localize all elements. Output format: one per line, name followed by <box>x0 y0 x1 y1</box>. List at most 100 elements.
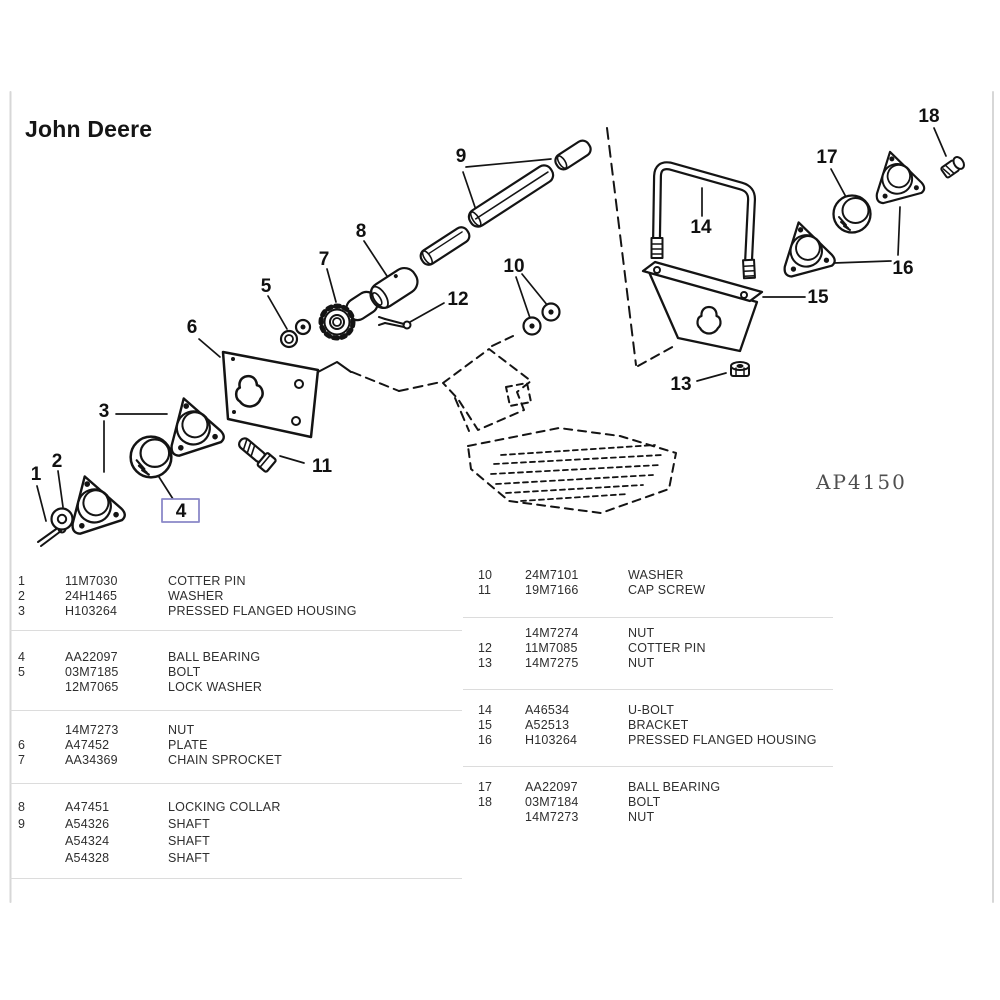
part-desc: BALL BEARING <box>628 780 721 794</box>
part-number: 11M7085 <box>525 641 578 655</box>
table-separator <box>10 710 462 711</box>
part-number: 14M7274 <box>525 626 579 640</box>
part-number: 24H1465 <box>65 589 118 603</box>
part-ref: 9 <box>18 817 25 831</box>
part-desc: NUT <box>628 626 655 640</box>
part-desc: U-BOLT <box>628 703 675 717</box>
part-desc: SHAFT <box>168 834 210 848</box>
highlight-box[interactable] <box>161 498 200 523</box>
part-row: 7 AA34369 CHAIN SPROCKET <box>18 753 282 768</box>
part-14-u-bolt <box>650 161 756 280</box>
callout-16: 16 <box>892 258 913 279</box>
part-row: 14M7274 NUT <box>478 626 706 641</box>
highlight-callout-4[interactable]: 4 <box>161 498 200 523</box>
part-7-chain-sprocket <box>318 290 379 341</box>
callout-11: 11 <box>312 456 333 477</box>
part-desc: BOLT <box>628 795 661 809</box>
part-ref: 14 <box>478 703 492 717</box>
table-separator <box>463 689 833 690</box>
part-number: A54328 <box>65 851 110 865</box>
part-ref: 1 <box>18 574 25 588</box>
part-row: 8 A47451 LOCKING COLLAR <box>18 800 281 817</box>
part-13-nut <box>730 361 750 377</box>
part-ref: 12 <box>478 641 492 655</box>
part-desc: BRACKET <box>628 718 689 732</box>
callout-17: 17 <box>816 147 837 168</box>
part-ref: 8 <box>18 800 25 814</box>
part-number: 14M7273 <box>525 810 579 824</box>
part-number: 03M7184 <box>525 795 579 809</box>
callout-2: 2 <box>52 451 63 472</box>
diagram-code: AP4150 <box>815 470 907 494</box>
part-number: 11M7030 <box>65 574 118 588</box>
part-desc: PLATE <box>168 738 208 752</box>
part-ref: 3 <box>18 604 25 618</box>
table-separator <box>463 617 833 618</box>
part-ref: 15 <box>478 718 492 732</box>
part-row: 6 A47452 PLATE <box>18 738 282 753</box>
part-number: A47452 <box>65 738 110 752</box>
part-ref: 6 <box>18 738 25 752</box>
table-separator <box>10 630 462 631</box>
part-number: 12M7065 <box>65 680 119 694</box>
part-desc: CHAIN SPROCKET <box>168 753 282 767</box>
part-ref: 13 <box>478 656 492 670</box>
part-desc: BALL BEARING <box>168 650 261 664</box>
part-desc: SHAFT <box>168 817 210 831</box>
leader-lines <box>36 127 947 522</box>
part-number: AA34369 <box>65 753 118 767</box>
part-desc: COTTER PIN <box>628 641 706 655</box>
part-number: A46534 <box>525 703 570 717</box>
callout-18: 18 <box>918 106 939 127</box>
callout-4[interactable]: 4 <box>176 501 187 522</box>
part-desc: LOCK WASHER <box>168 680 263 694</box>
part-number: A47451 <box>65 800 110 814</box>
part-row: 12M7065 LOCK WASHER <box>18 680 262 695</box>
part-6-plate <box>221 350 320 439</box>
part-desc: NUT <box>628 810 655 824</box>
part-number: A54324 <box>65 834 110 848</box>
part-desc: CAP SCREW <box>628 583 706 597</box>
part-desc: LOCKING COLLAR <box>168 800 281 814</box>
table-separator <box>463 766 833 767</box>
part-desc: BOLT <box>168 665 201 679</box>
part-5-bolt <box>279 318 312 349</box>
part-ref: 11 <box>478 583 491 597</box>
part-row: 12 11M7085 COTTER PIN <box>478 641 706 656</box>
callout-6: 6 <box>187 317 198 338</box>
part-number: 03M7185 <box>65 665 119 679</box>
part-desc: NUT <box>628 656 655 670</box>
callout-9: 9 <box>456 146 467 167</box>
callout-3: 3 <box>99 401 110 422</box>
part-number: AA22097 <box>525 780 578 794</box>
part-row: 1 11M7030 COTTER PIN <box>18 574 357 589</box>
part-desc: COTTER PIN <box>168 574 246 588</box>
part-11-cap-screw <box>238 437 277 473</box>
callout-1: 1 <box>31 464 42 485</box>
callout-15: 15 <box>807 287 829 308</box>
part-number: 14M7273 <box>65 723 119 737</box>
part-ref: 7 <box>18 753 25 767</box>
part-desc: PRESSED FLANGED HOUSING <box>628 733 817 747</box>
part-ref: 2 <box>18 589 25 603</box>
table-separator <box>10 783 462 784</box>
callout-12: 12 <box>447 289 468 310</box>
part-desc: NUT <box>168 723 195 737</box>
part-ref: 17 <box>478 780 492 794</box>
